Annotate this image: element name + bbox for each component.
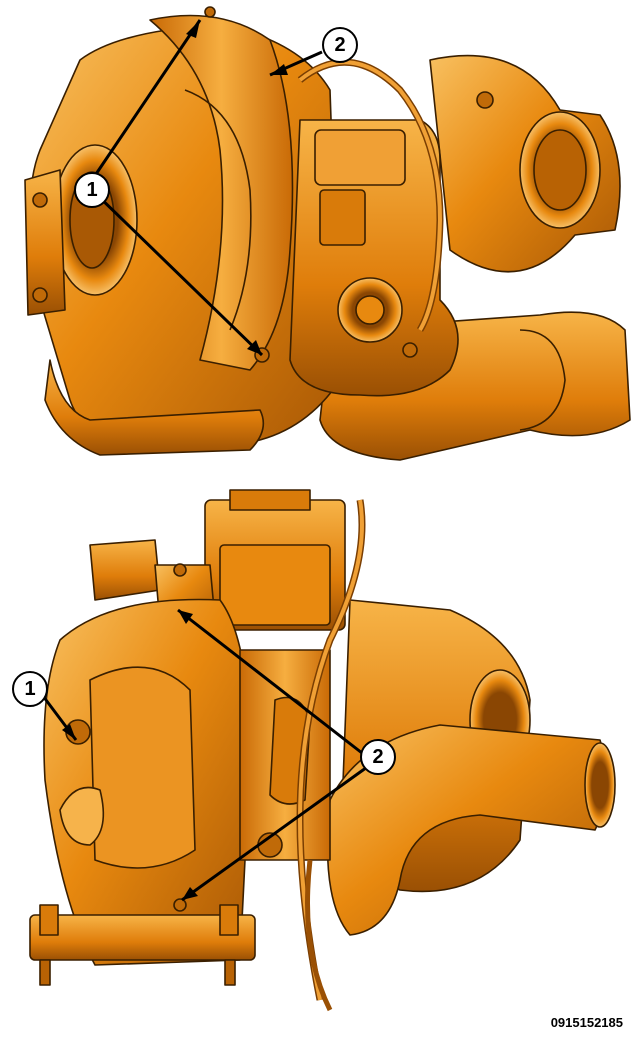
bottom-callout-1: 1 [12,671,48,707]
figure-id: 0915152185 [550,1015,623,1030]
top-leader-lines [90,19,323,357]
top-callout-2-label: 2 [334,34,345,56]
bottom-callout-2-label: 2 [372,746,383,768]
bottom-leader-lines [38,608,371,902]
turbocharger-bottom-view [29,489,616,1012]
top-callout-2: 2 [322,27,358,63]
top-callout-1: 1 [74,172,110,208]
top-callout-1-label: 1 [86,179,97,201]
turbocharger-top-view [24,6,631,461]
bottom-callout-2: 2 [360,739,396,775]
bottom-callout-1-label: 1 [24,678,35,700]
